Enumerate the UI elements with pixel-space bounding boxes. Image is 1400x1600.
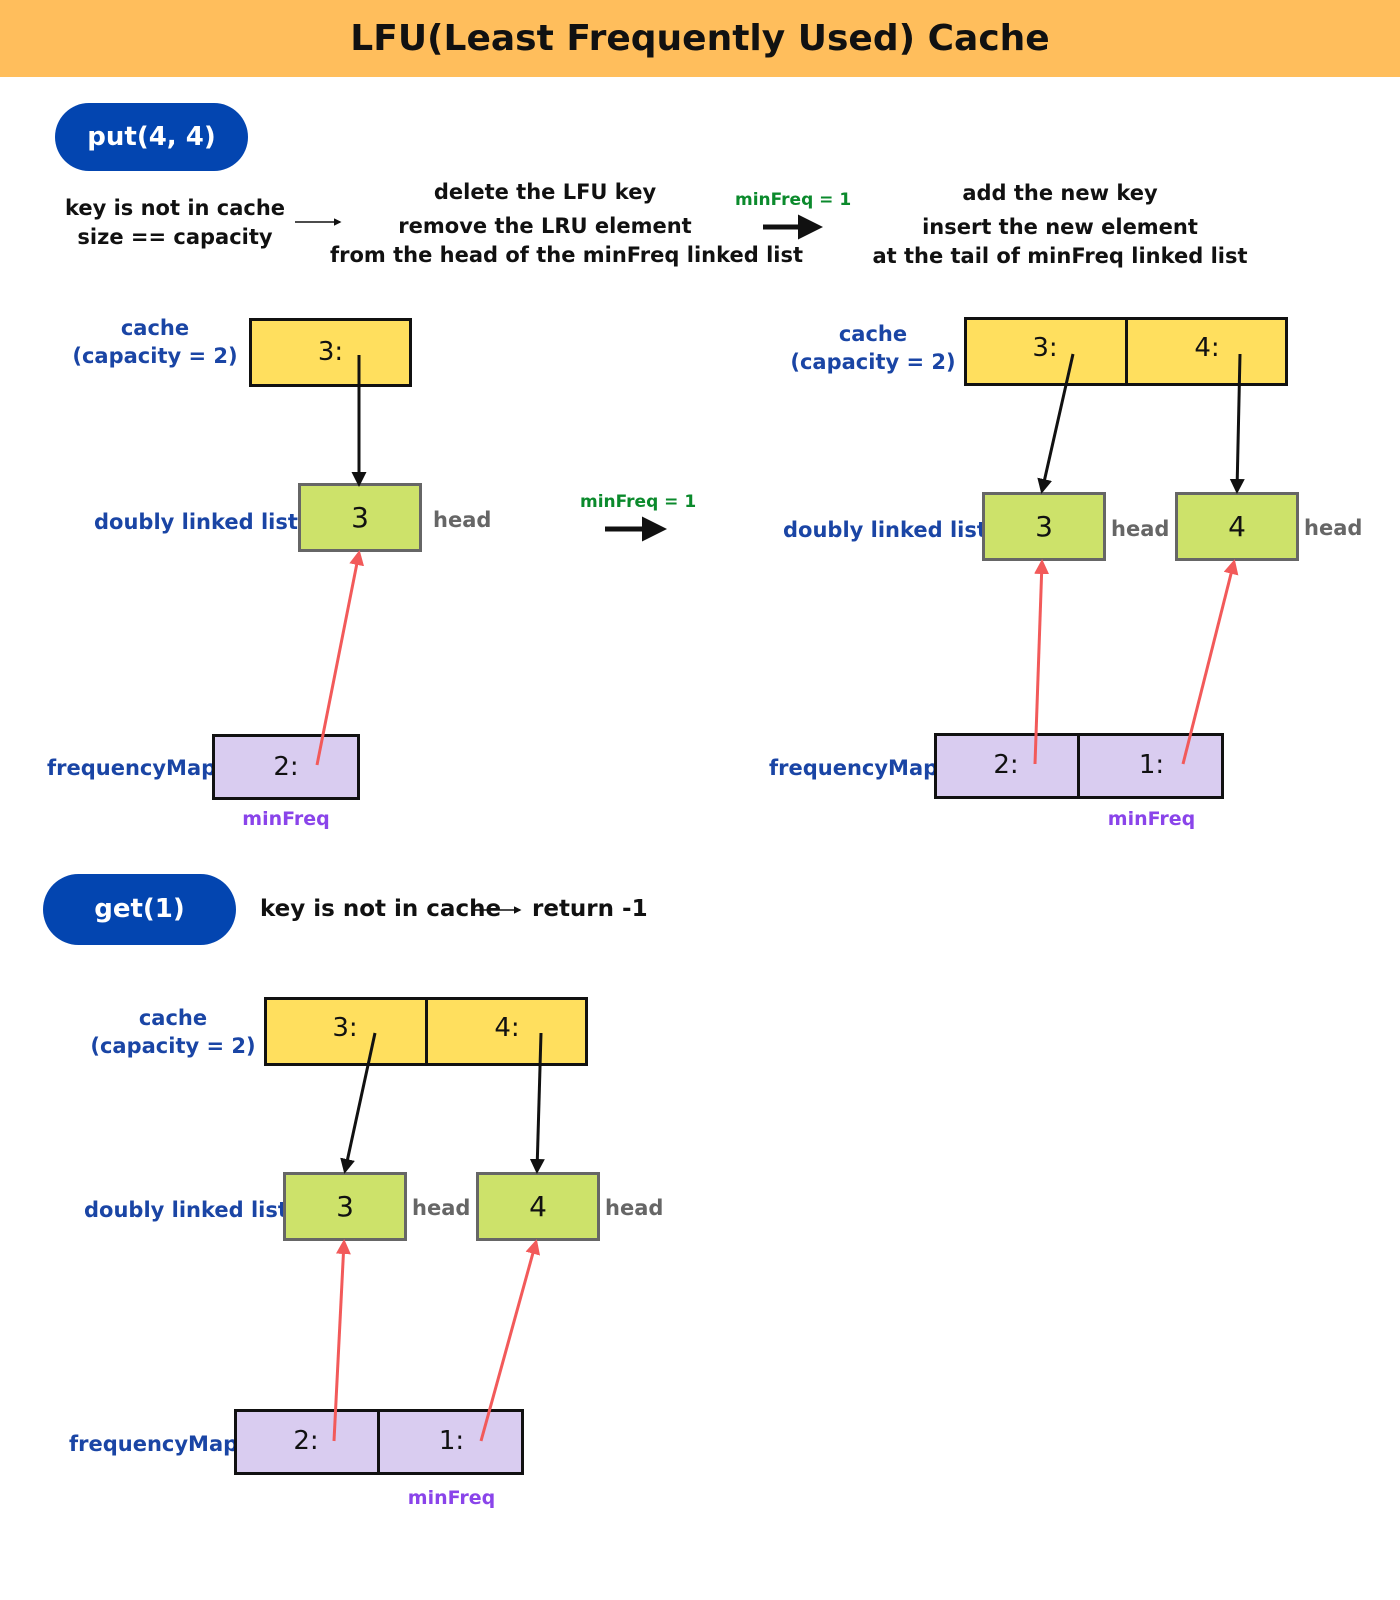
title-banner <box>0 0 1400 77</box>
put-operation-label: put(4, 4) <box>87 122 216 152</box>
before-freq-key: 2: <box>273 752 299 782</box>
get-node-value-3: 3 <box>336 1190 354 1223</box>
after-head-label-3: head <box>1111 517 1170 541</box>
get-capacity-label: (capacity = 2) <box>90 1034 256 1058</box>
get-cache4-to-node-arrow <box>529 1032 545 1174</box>
after-freq2-to-node-arrow <box>1033 559 1050 765</box>
step2-line1: add the new key <box>962 181 1158 205</box>
put-condition-line2: size == capacity <box>77 225 273 249</box>
get-operation-label: get(1) <box>94 894 185 924</box>
after-cache4-to-node-arrow <box>1229 353 1245 494</box>
before-cache-label: cache <box>120 316 190 340</box>
after-node-value-4: 4 <box>1228 510 1246 543</box>
before-list-node: 3 <box>298 483 422 552</box>
get-condition: key is not in cache <box>260 896 502 922</box>
get-list-label: doubly linked list <box>84 1198 288 1222</box>
before-freq-entry: 2: <box>212 734 360 800</box>
after-freq-key-1: 1: <box>1138 750 1165 780</box>
after-freq-key-2: 2: <box>993 750 1019 780</box>
get-cache-key-4: 4: <box>494 1013 520 1043</box>
after-cache-key-3: 3: <box>1032 333 1058 363</box>
before-min-freq-label: minFreq <box>242 808 330 830</box>
after-min-freq-label: minFreq <box>1107 808 1196 830</box>
after-cache3-to-node-arrow <box>1037 353 1075 494</box>
before-capacity-label: (capacity = 2) <box>72 344 238 368</box>
get-freq-divider <box>377 1409 380 1475</box>
after-head-label-4: head <box>1304 516 1363 540</box>
before-list-label: doubly linked list <box>94 510 298 534</box>
after-freq-label: frequencyMap <box>769 756 939 780</box>
before-cache-entry: 3: <box>249 318 412 387</box>
after-freq1-to-node-arrow <box>1181 559 1239 765</box>
put-condition-line1: key is not in cache <box>64 196 286 220</box>
put-operation-pill: put(4, 4) <box>55 103 248 171</box>
step2-line2: insert the new element <box>922 215 1198 239</box>
step-arrow-note: minFreq = 1 <box>735 190 852 210</box>
before-head-label: head <box>433 508 492 532</box>
middle-arrow-note: minFreq = 1 <box>580 492 697 512</box>
after-node-value-3: 3 <box>1035 510 1053 543</box>
get-cache3-to-node-arrow <box>340 1032 377 1174</box>
after-freq-divider <box>1077 733 1080 799</box>
step1-line2: remove the LRU element <box>398 214 692 238</box>
before-node-value: 3 <box>351 501 369 534</box>
step2-line3: at the tail of minFreq linked list <box>872 244 1248 268</box>
get-freq-key-2: 2: <box>293 1426 319 1456</box>
get-min-freq-label: minFreq <box>407 1487 496 1509</box>
get-freq-key-1: 1: <box>438 1426 465 1456</box>
after-cache-key-4: 4: <box>1194 333 1220 363</box>
before-freq-label: frequencyMap <box>47 756 217 780</box>
get-freq2-to-node-arrow <box>332 1239 351 1442</box>
get-cache-label: cache <box>138 1006 208 1030</box>
get-cache-divider <box>425 997 428 1066</box>
get-node-value-4: 4 <box>529 1190 547 1223</box>
get-head-label-4: head <box>605 1196 664 1220</box>
before-freq-to-node-arrow <box>315 550 365 766</box>
step1-line3: from the head of the minFreq linked list <box>330 243 804 267</box>
get-freq1-to-node-arrow <box>479 1239 541 1442</box>
page-title: LFU(Least Frequently Used) Cache <box>350 18 1050 59</box>
before-cache-key: 3: <box>317 337 344 367</box>
after-cache-divider <box>1125 317 1128 386</box>
after-list-label: doubly linked list <box>783 518 987 542</box>
get-result: return -1 <box>532 896 648 922</box>
after-cache-label: cache <box>838 322 908 346</box>
get-head-label-3: head <box>412 1196 471 1220</box>
get-operation-pill: get(1) <box>43 874 236 945</box>
get-freq-label: frequencyMap <box>69 1432 239 1456</box>
step1-line1: delete the LFU key <box>433 180 657 204</box>
after-capacity-label: (capacity = 2) <box>790 350 956 374</box>
get-cache-key-3: 3: <box>332 1013 358 1043</box>
